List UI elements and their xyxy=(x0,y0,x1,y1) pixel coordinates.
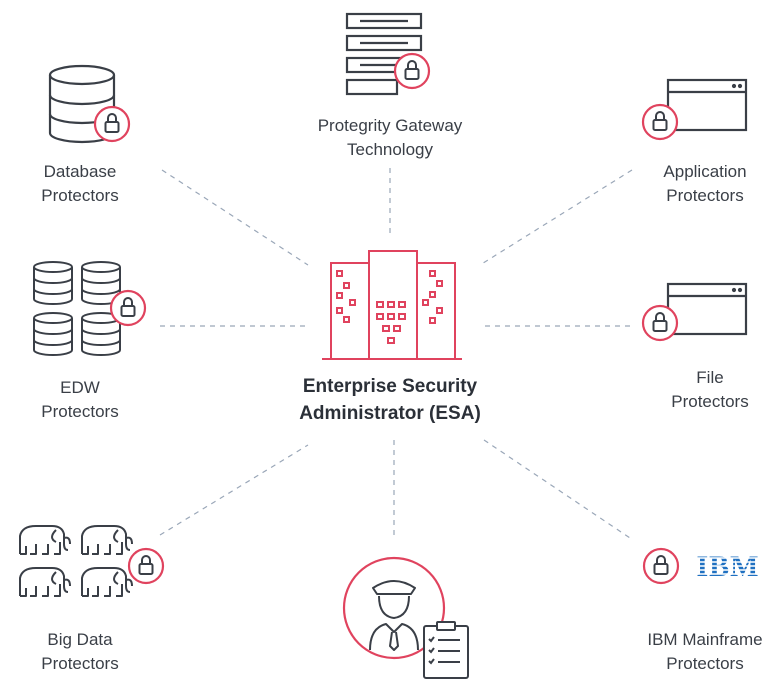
esa-title-line2: Administrator (ESA) xyxy=(299,403,481,424)
gateway-label-line1: Protegrity Gateway xyxy=(317,116,463,135)
application-label-line2: Protectors xyxy=(666,186,744,205)
bigdata-label-line1: Big Data xyxy=(47,630,113,649)
file-label-line2: Protectors xyxy=(671,392,749,411)
ibm-label-line2: Protectors xyxy=(666,654,744,673)
connector-database xyxy=(161,169,309,266)
connectors xyxy=(159,168,633,540)
connector-ibm xyxy=(483,439,631,539)
esa-title: Enterprise Security Administrator (ESA) xyxy=(240,373,540,427)
security-officer-icon xyxy=(342,556,469,679)
bigdata-lock-icon xyxy=(127,547,165,585)
database-lock-icon xyxy=(93,105,131,143)
gateway-lock-icon xyxy=(393,52,431,90)
edw-databases-icon xyxy=(33,261,121,356)
checklist-clipboard-icon xyxy=(423,621,469,679)
gateway-label: Protegrity Gateway Technology xyxy=(290,114,490,162)
bigdata-label-line2: Protectors xyxy=(41,654,119,673)
database-label: Database Protectors xyxy=(20,160,140,208)
application-window-icon xyxy=(666,78,748,132)
connector-application xyxy=(479,169,633,266)
database-label-line1: Database xyxy=(43,162,117,181)
ibm-label-line1: IBM Mainframe xyxy=(647,630,763,649)
esa-buildings-icon xyxy=(322,250,462,360)
application-label-line1: Application xyxy=(663,162,747,181)
bigdata-label: Big Data Protectors xyxy=(20,628,140,676)
edw-label: EDW Protectors xyxy=(20,376,140,424)
edw-label-line2: Protectors xyxy=(41,402,119,421)
edw-lock-icon xyxy=(109,289,147,327)
esa-title-line1: Enterprise Security xyxy=(302,376,478,397)
gateway-label-line2: Technology xyxy=(346,140,433,159)
ibm-logo: IBM xyxy=(690,550,766,583)
database-label-line2: Protectors xyxy=(41,186,119,205)
application-label: Application Protectors xyxy=(645,160,765,208)
ibm-label: IBM Mainframe Protectors xyxy=(630,628,780,676)
application-lock-icon xyxy=(641,103,679,141)
elephants-icon xyxy=(19,525,133,597)
file-label-line1: File xyxy=(696,368,724,387)
ibm-lock-icon xyxy=(642,547,680,585)
file-label: File Protectors xyxy=(650,366,770,414)
connector-bigdata xyxy=(159,444,309,536)
server-stack-icon xyxy=(345,12,423,96)
edw-label-line1: EDW xyxy=(60,378,100,397)
file-lock-icon xyxy=(641,304,679,342)
file-window-icon xyxy=(666,282,748,336)
